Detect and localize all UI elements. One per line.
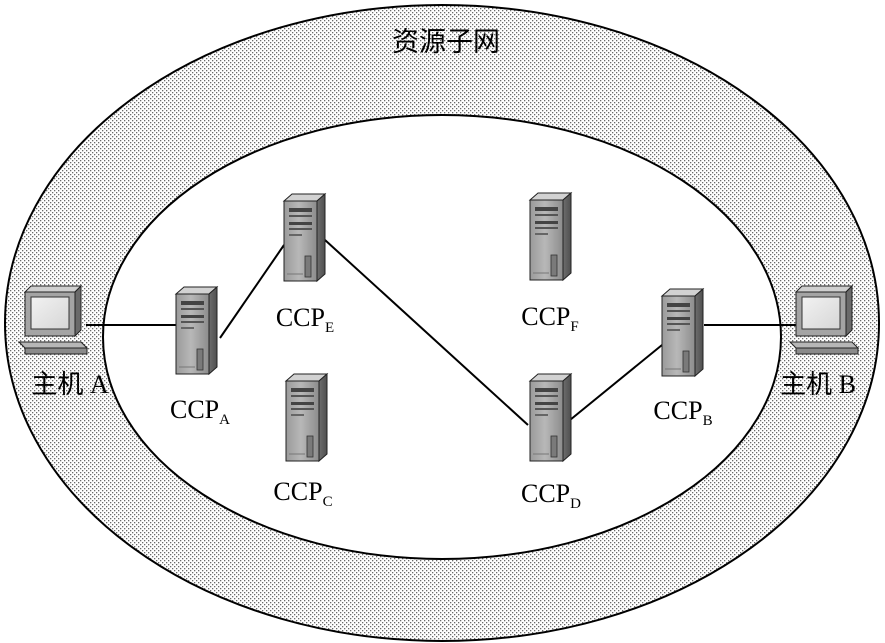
computer-icon <box>789 285 859 355</box>
ccp-e-node[interactable]: CCPE <box>276 193 334 336</box>
link-ccp-a-ccp-e <box>219 244 285 339</box>
link-ccp-e-ccp-d <box>324 239 529 426</box>
ccp-b-node[interactable]: CCPB <box>653 288 713 429</box>
ccp-b-label: CCPB <box>653 396 712 429</box>
ccp-f-node[interactable]: CCPF <box>521 192 579 335</box>
server-icon <box>529 373 572 462</box>
ccp-a-label: CCPA <box>170 395 230 428</box>
ccp-f-label: CCPF <box>521 302 579 335</box>
resource-subnet-label: 资源子网 <box>392 27 500 58</box>
ccp-c-label: CCPC <box>273 477 332 510</box>
server-icon <box>175 286 218 375</box>
ccp-e-label: CCPE <box>276 303 334 336</box>
host-a-label: 主机 A <box>31 370 109 399</box>
server-icon <box>285 373 328 462</box>
server-icon <box>661 288 704 377</box>
links <box>86 239 796 426</box>
server-icon <box>529 192 572 281</box>
ccp-d-label: CCPD <box>521 479 581 512</box>
host-b-label: 主机 B <box>780 370 856 399</box>
server-icon <box>283 193 326 282</box>
host-b-node[interactable]: 主机 B <box>780 285 859 399</box>
host-a-node[interactable]: 主机 A <box>18 285 109 399</box>
ccp-a-node[interactable]: CCPA <box>170 286 230 428</box>
computer-icon <box>18 285 88 355</box>
communication-subnet-region <box>102 114 782 560</box>
ccp-c-node[interactable]: CCPC <box>273 373 333 510</box>
link-ccp-d-ccp-b <box>569 344 663 421</box>
ccp-d-node[interactable]: CCPD <box>521 373 581 512</box>
